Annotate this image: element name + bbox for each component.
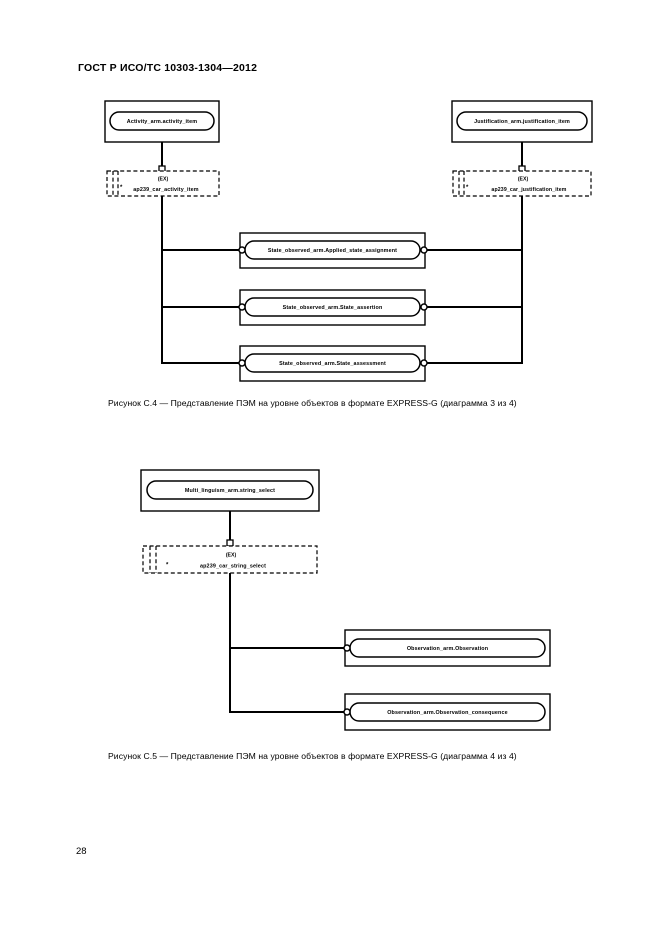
node-state-assessment: State_observed_arm.State_assessment	[238, 345, 428, 382]
node-state-assessment-label: State_observed_arm.State_assessment	[279, 361, 386, 367]
node-observation: Observation_arm.Observation	[343, 629, 551, 667]
node-justification-item: Justification_arm.justification_item	[451, 100, 593, 143]
trunk-c5-branch-1	[229, 573, 345, 649]
figure-c4-diagram: Activity_arm.activity_item (EX) * ap239_…	[0, 0, 661, 400]
relation-circle-left-2	[238, 303, 246, 311]
trunk-left-branch-3	[161, 307, 240, 364]
figure-c5-caption: Рисунок С.5 — Представление ПЭМ на уровн…	[108, 751, 517, 761]
star-icon-right: *	[466, 185, 469, 191]
trunk-right-branch-3	[425, 307, 523, 364]
node-ex-activity-tag: (EX)	[158, 177, 169, 183]
relation-circle-right-3	[420, 359, 428, 367]
trunk-c5-branch-2	[229, 648, 345, 713]
relation-circle-left-1	[238, 246, 246, 254]
relation-circle-right-2	[420, 303, 428, 311]
connector-endpoint-square-c5	[226, 539, 234, 547]
node-state-assertion: State_observed_arm.State_assertion	[238, 289, 428, 326]
relation-circle-c5-1	[343, 644, 351, 652]
node-ex-string-select-label: ap239_car_string_select	[200, 563, 266, 569]
star-icon-left: *	[120, 185, 123, 191]
node-state-assertion-label: State_observed_arm.State_assertion	[283, 305, 383, 311]
node-ex-activity-item: (EX) * ap239_car_activity_item	[106, 170, 220, 197]
node-ex-justification-item: (EX) * ap239_car_justification_item	[452, 170, 592, 197]
node-observation-label: Observation_arm.Observation	[407, 646, 488, 652]
relation-circle-c5-2	[343, 708, 351, 716]
node-ex-justification-tag: (EX)	[518, 177, 529, 183]
node-string-select-label: Multi_linguism_arm.string_select	[185, 488, 275, 494]
node-observation-consequence-label: Observation_arm.Observation_consequence	[387, 710, 508, 716]
page-number: 28	[76, 846, 87, 857]
node-activity-item-label: Activity_arm.activity_item	[127, 119, 197, 125]
node-ex-justification-label: ap239_car_justification_item	[491, 187, 566, 193]
node-ex-string-select: (EX) * ap239_car_string_select	[142, 545, 318, 574]
star-icon-c5: *	[166, 563, 169, 569]
node-justification-item-label: Justification_arm.justification_item	[474, 119, 570, 125]
node-applied-state-assignment: State_observed_arm.Applied_state_assignm…	[238, 232, 428, 269]
figure-c4-caption: Рисунок С.4 — Представление ПЭМ на уровн…	[108, 398, 517, 408]
figure-c5-diagram: Multi_linguism_arm.string_select (EX) * …	[140, 469, 551, 731]
node-string-select: Multi_linguism_arm.string_select	[140, 469, 320, 512]
page-header: ГОСТ Р ИСО/ТС 10303-1304—2012	[78, 62, 258, 74]
relation-circle-right-1	[420, 246, 428, 254]
relation-circle-left-3	[238, 359, 246, 367]
node-ex-string-select-tag: (EX)	[226, 553, 237, 559]
trunk-left-branch-1	[161, 196, 240, 251]
node-activity-item: Activity_arm.activity_item	[104, 100, 220, 143]
node-applied-state-assignment-label: State_observed_arm.Applied_state_assignm…	[268, 248, 397, 254]
node-observation-consequence: Observation_arm.Observation_consequence	[343, 693, 551, 731]
node-ex-activity-label: ap239_car_activity_item	[133, 187, 199, 193]
